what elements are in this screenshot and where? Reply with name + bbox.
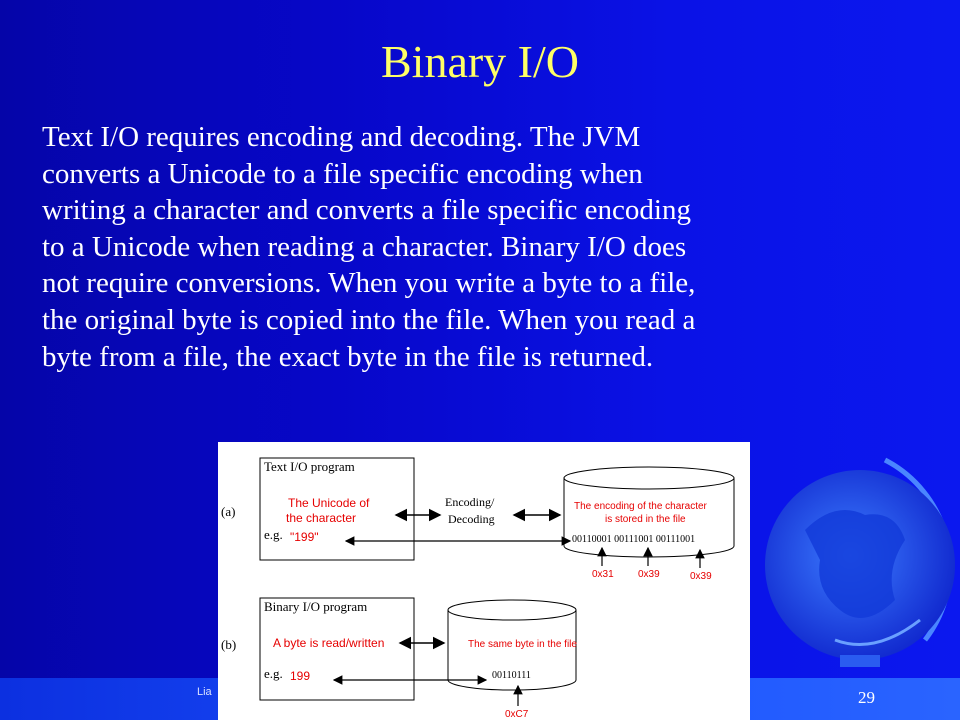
binary-io-program-title: Binary I/O program [264, 599, 367, 614]
slide-title: Binary I/O [380, 36, 579, 87]
hex-a2: 0x39 [638, 569, 660, 580]
body-line: the original byte is copied into the fil… [42, 303, 696, 336]
eg-label-a: e.g. [264, 527, 283, 542]
encoding-line1: Encoding/ [445, 495, 495, 509]
page-number: 29 [858, 688, 875, 707]
encoding-line2: Decoding [448, 512, 495, 526]
unicode-text-line1: The Unicode of [288, 496, 370, 510]
eg-value-b: 199 [290, 669, 310, 683]
eg-label-b: e.g. [264, 666, 283, 681]
file-cylinder-a [563, 466, 735, 558]
file-encoding-line1: The encoding of the character [574, 501, 708, 512]
globe-icon [765, 457, 955, 667]
file-cylinder-b [447, 599, 577, 691]
body-line: Text I/O requires encoding and decoding.… [42, 121, 641, 153]
panel-b-label: (b) [221, 637, 236, 652]
footer-author: Lia [197, 686, 212, 698]
file-same-byte: The same byte in the file [468, 639, 577, 650]
body-line: not require conversions. When you write … [42, 267, 696, 300]
body-line: byte from a file, the exact byte in the … [42, 340, 654, 373]
body-line: to a Unicode when reading a character. B… [42, 230, 687, 263]
body-line: writing a character and converts a file … [42, 194, 691, 227]
panel-a-label: (a) [221, 504, 235, 519]
file-bits-a: 00110001 00111001 00111001 [572, 534, 695, 545]
file-encoding-line2: is stored in the file [605, 514, 686, 525]
hex-a1: 0x31 [592, 569, 614, 580]
body-line: converts a Unicode to a file specific en… [42, 157, 643, 190]
slide-body: Text I/O requires encoding and decoding.… [42, 119, 902, 375]
unicode-text-line2: the character [286, 511, 356, 525]
file-bits-b: 00110111 [492, 670, 531, 681]
io-diagram: (a) Text I/O program The Unicode of the … [218, 442, 750, 720]
eg-value-a: "199" [290, 530, 319, 544]
text-io-program-title: Text I/O program [264, 459, 355, 474]
hex-a3: 0x39 [690, 571, 712, 582]
hex-b: 0xC7 [505, 709, 529, 720]
byte-read-written: A byte is read/written [273, 636, 384, 650]
